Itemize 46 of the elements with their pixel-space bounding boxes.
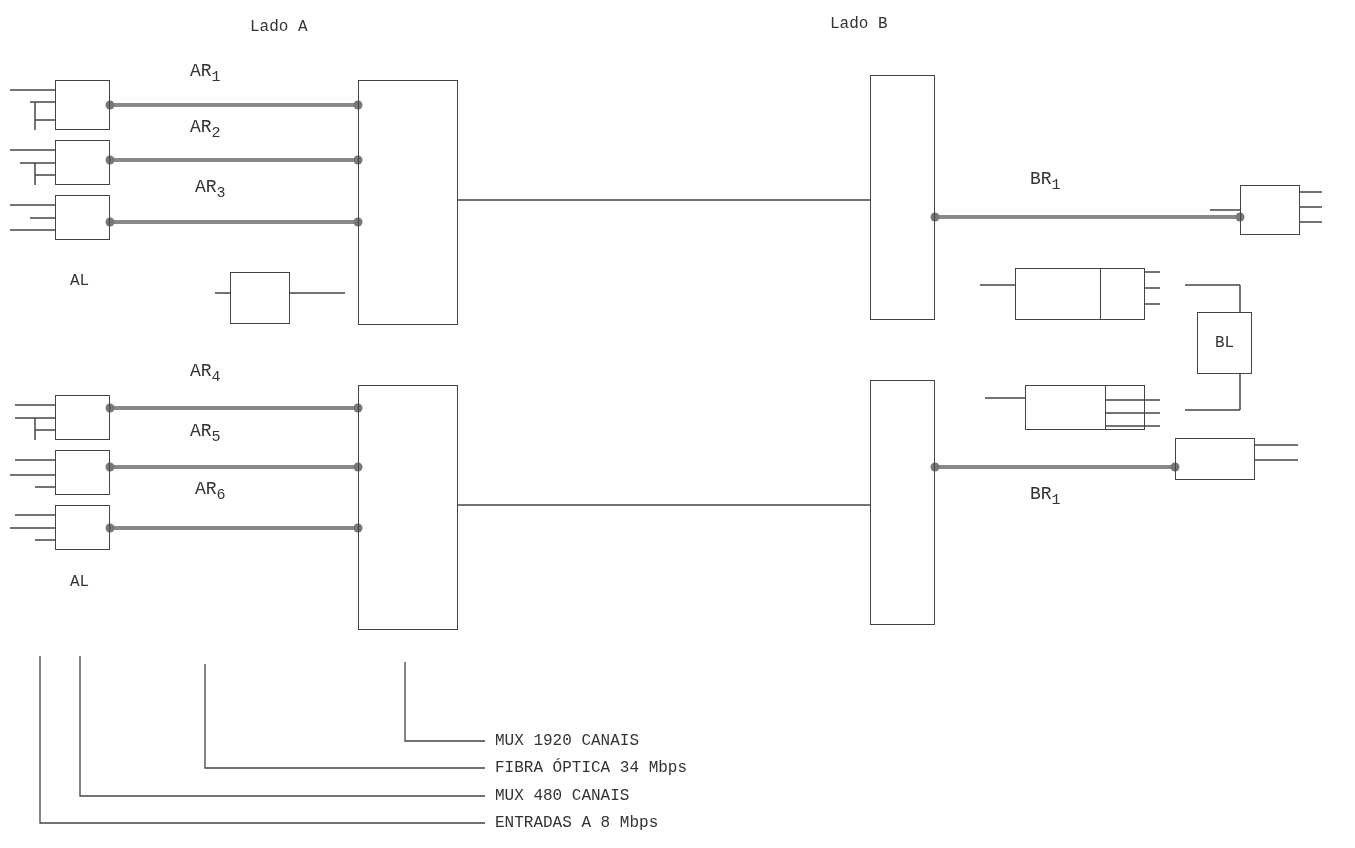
multiplexer-box [230,272,290,324]
link-line [105,523,363,533]
edge-label: AR$_{2}$ [190,118,221,143]
legend-text: FIBRA ÓPTICA 34 Mbps [495,759,688,777]
side-heading: Lado B [830,15,888,33]
multiplexer-box [870,75,935,320]
link-line [457,199,871,201]
multiplexer-box [870,380,935,625]
link-line [930,462,1180,472]
leader-line [204,663,486,769]
link-line [105,217,363,227]
multiplexer-box [1015,268,1145,320]
multiplexer-box [1175,438,1255,480]
edge-label: AR$_{5}$ [190,422,221,447]
link-line [105,403,363,413]
multiplexer-box [55,80,110,130]
edge-label: AR$_{6}$ [195,480,226,505]
multiplexer-box [358,80,458,325]
multiplexer-box [358,385,458,630]
edge-label: AR$_{1}$ [190,62,221,87]
multiplexer-box [55,395,110,440]
edge-label: AR$_{3}$ [195,178,226,203]
link-line [105,155,363,165]
edge-label: BR$_{1}$ [1030,485,1061,510]
link-line [457,504,871,506]
legend-text: MUX 1920 CANAIS [495,732,640,750]
side-heading: Lado A [250,18,308,36]
edge-label: AR$_{4}$ [190,362,221,387]
multiplexer-box [1240,185,1300,235]
multiplexer-box [55,450,110,495]
multiplexer-box [55,195,110,240]
legend-text: ENTRADAS A 8 Mbps [495,814,659,832]
leader-line [39,655,486,824]
group-label: AL [70,272,90,290]
multiplexer-box [1025,385,1145,430]
leader-line [404,661,486,742]
multiplexer-box [55,140,110,185]
legend-text: MUX 480 CANAIS [495,787,630,805]
leader-line [79,655,486,797]
multiplexer-box: BL [1197,312,1252,374]
link-line [930,212,1245,222]
group-label: AL [70,573,90,591]
link-line [105,100,363,110]
multiplexer-box [55,505,110,550]
edge-label: BR$_{1}$ [1030,170,1061,195]
link-line [105,462,363,472]
